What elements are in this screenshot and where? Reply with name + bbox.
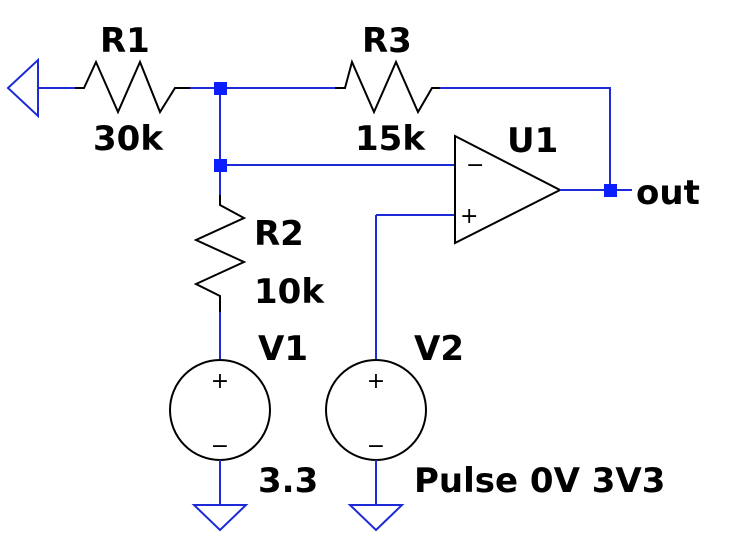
v2-name-label: V2 — [414, 329, 464, 369]
u1-inverting-sign: − — [466, 153, 484, 178]
v1-minus-sign: − — [211, 434, 229, 459]
output-net-label: out — [636, 173, 700, 213]
ground-symbol-v1 — [191, 460, 249, 532]
resistor-r1[interactable] — [75, 59, 190, 115]
r2-name-label: R2 — [254, 214, 304, 254]
v2-plus-sign: + — [367, 369, 385, 394]
u1-noninverting-sign: + — [460, 204, 478, 229]
u1-name-label: U1 — [507, 121, 558, 161]
r1-name-label: R1 — [100, 21, 150, 61]
resistor-r2[interactable] — [193, 195, 247, 312]
v2-minus-sign: − — [367, 434, 385, 459]
r1-value-label: 30k — [93, 119, 164, 159]
ground-symbol-left — [6, 57, 75, 119]
resistor-r3[interactable] — [335, 58, 440, 115]
junction-dot-top — [214, 82, 227, 95]
r3-name-label: R3 — [362, 21, 412, 61]
r3-value-label: 15k — [355, 119, 426, 159]
junction-dot-output — [604, 184, 617, 197]
v1-value-label: 3.3 — [258, 461, 318, 501]
wire-feedback — [440, 87, 611, 190]
ground-symbol-v2 — [347, 460, 405, 532]
r2-value-label: 10k — [254, 272, 325, 312]
v1-plus-sign: + — [211, 369, 229, 394]
junction-dot-inverting — [214, 159, 227, 172]
v1-name-label: V1 — [258, 329, 308, 369]
v2-value-label: Pulse 0V 3V3 — [414, 461, 665, 501]
opamp-u1[interactable] — [454, 134, 563, 245]
